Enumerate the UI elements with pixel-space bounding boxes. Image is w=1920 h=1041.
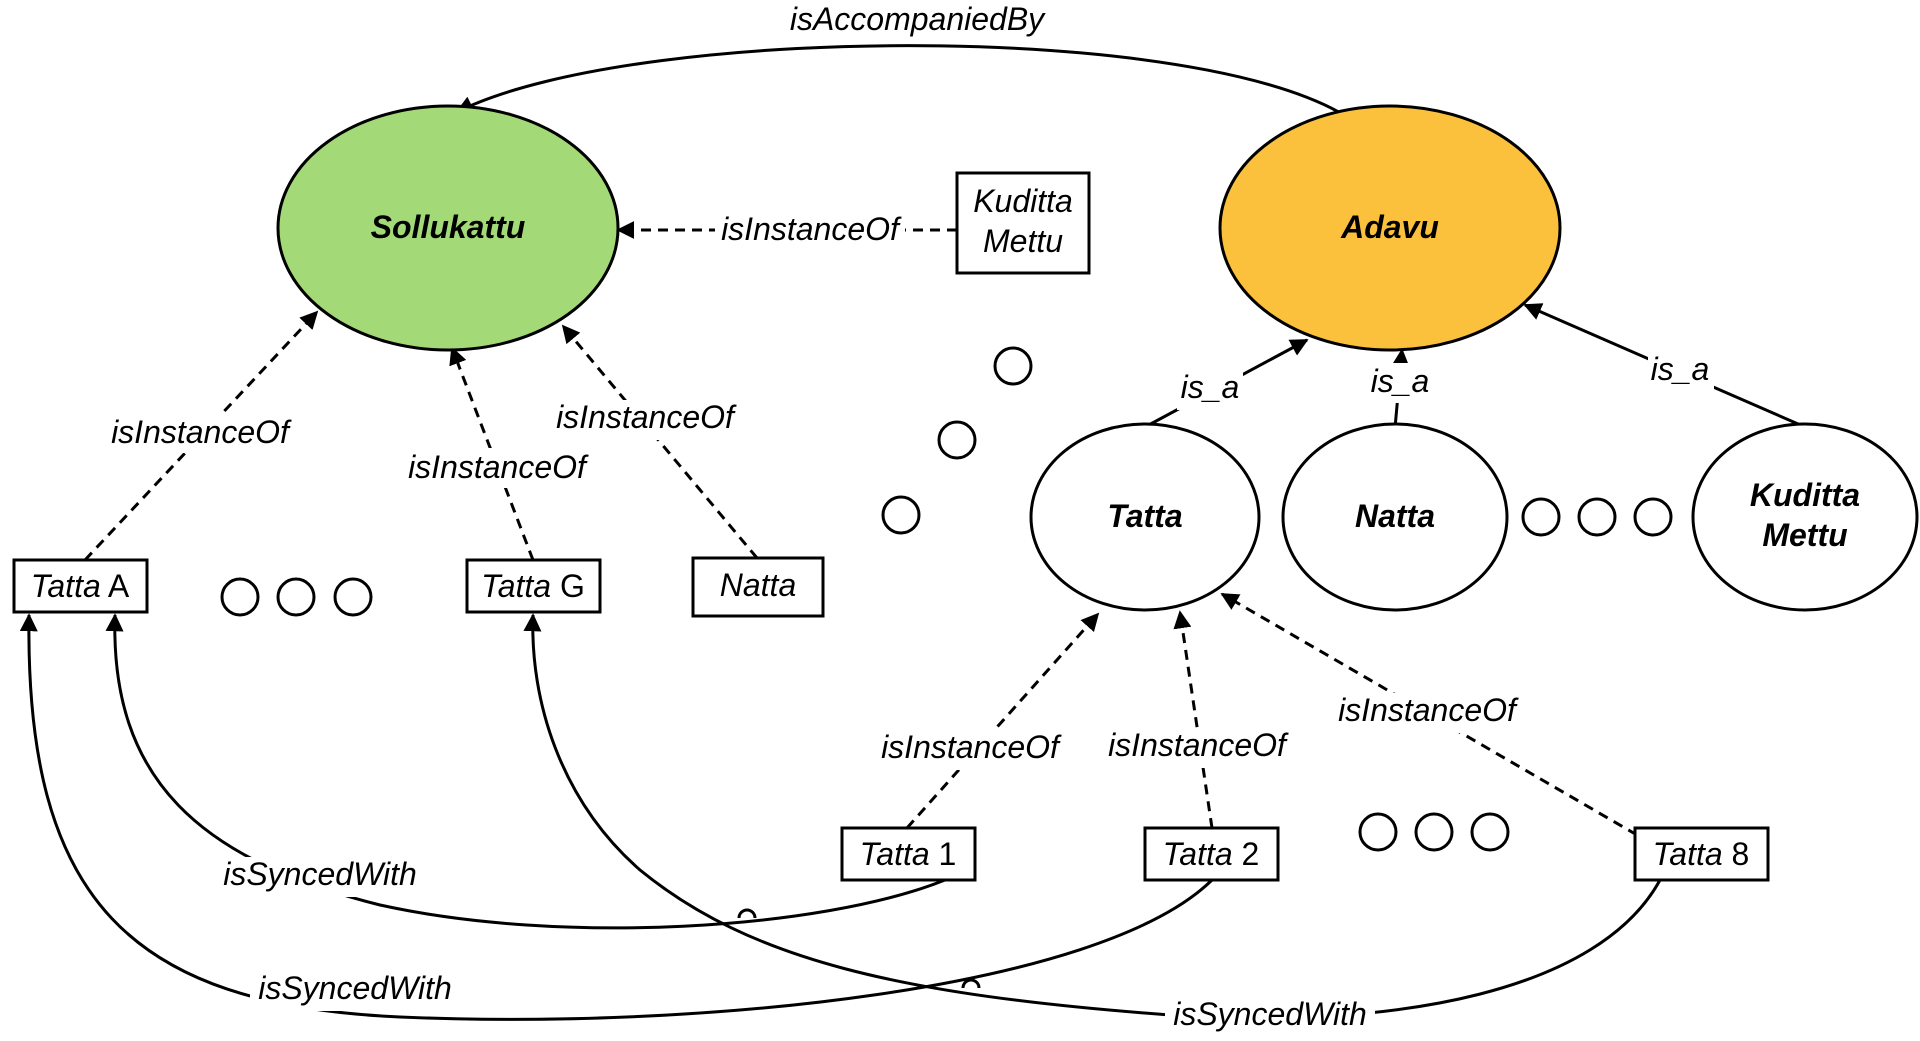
node-adavu[interactable]: Adavu: [1218, 104, 1562, 352]
instance-tatta-2[interactable]: Tatta 2: [1143, 826, 1280, 882]
instance-natta[interactable]: Natta: [691, 556, 825, 618]
label-instance-natta: isInstanceOf: [556, 399, 737, 435]
instance-kuditta-mettu[interactable]: Kuditta Mettu: [955, 171, 1091, 275]
edge-instance-tatta-g: [449, 346, 535, 561]
node-tatta[interactable]: Tatta: [1029, 422, 1261, 612]
node-kuditta-mettu[interactable]: Kuditta Mettu: [1691, 422, 1919, 612]
node-sollukattu[interactable]: Sollukattu: [276, 104, 620, 352]
svg-text:Mettu: Mettu: [983, 223, 1063, 259]
label-synced-tatta-1: isSyncedWith: [223, 856, 417, 892]
ellipsis-dots: [881, 346, 1033, 535]
svg-text:Kuditta: Kuditta: [1750, 477, 1860, 513]
edge-instance-tatta-2: [1173, 610, 1214, 829]
svg-text:Tatta: Tatta: [1107, 498, 1182, 534]
instance-tatta-g[interactable]: Tatta G: [465, 558, 602, 614]
label-is-accompanied-by: isAccompaniedBy: [790, 1, 1046, 37]
label-synced-tatta-2: isSyncedWith: [258, 970, 452, 1006]
label-is-a-tatta: is_a: [1181, 369, 1240, 405]
edge-is-accompanied-by: [455, 44, 1372, 137]
edge-synced-tatta-1-a: [105, 613, 946, 930]
svg-text:Tatta G: Tatta G: [481, 568, 585, 604]
label-instance-tatta-a: isInstanceOf: [111, 414, 292, 450]
ellipsis-dots: [1521, 497, 1673, 537]
svg-text:Adavu: Adavu: [1340, 209, 1439, 245]
label-instance-tatta-g: isInstanceOf: [408, 449, 589, 485]
label-instance-tatta-2: isInstanceOf: [1108, 727, 1289, 763]
instance-tatta-1[interactable]: Tatta 1: [840, 826, 977, 882]
svg-text:Sollukattu: Sollukattu: [371, 209, 526, 245]
instance-tatta-a[interactable]: Tatta A: [12, 558, 149, 614]
label-is-a-kuditta-mettu: is_a: [1651, 351, 1710, 387]
label-synced-tatta-8: isSyncedWith: [1173, 996, 1367, 1032]
label-is-a-natta: is_a: [1371, 363, 1430, 399]
svg-text:Tatta 8: Tatta 8: [1653, 836, 1750, 872]
ellipsis-dots: [1358, 812, 1510, 852]
label-instance-kuditta-mettu: isInstanceOf: [721, 211, 902, 247]
label-instance-tatta-8: isInstanceOf: [1338, 692, 1519, 728]
instance-tatta-8[interactable]: Tatta 8: [1633, 826, 1770, 882]
svg-text:Kuditta: Kuditta: [973, 183, 1073, 219]
line-jump: [961, 978, 981, 989]
svg-text:Tatta 2: Tatta 2: [1163, 836, 1260, 872]
edge-instance-natta: [561, 324, 759, 559]
svg-text:Natta: Natta: [720, 567, 796, 603]
edge-synced-tatta-2-a: [19, 613, 1214, 1021]
svg-text:Tatta 1: Tatta 1: [860, 836, 957, 872]
edge-instance-tatta-1: [905, 612, 1100, 829]
label-instance-tatta-1: isInstanceOf: [881, 729, 1062, 765]
svg-text:Mettu: Mettu: [1762, 517, 1847, 553]
node-natta[interactable]: Natta: [1281, 422, 1509, 612]
ellipsis-dots: [220, 577, 373, 617]
edge-instance-tatta-a: [83, 310, 319, 562]
svg-text:Natta: Natta: [1355, 498, 1435, 534]
svg-text:Tatta A: Tatta A: [31, 568, 130, 604]
edge-synced-tatta-8-g: [523, 613, 1662, 1020]
line-jump: [737, 908, 757, 919]
